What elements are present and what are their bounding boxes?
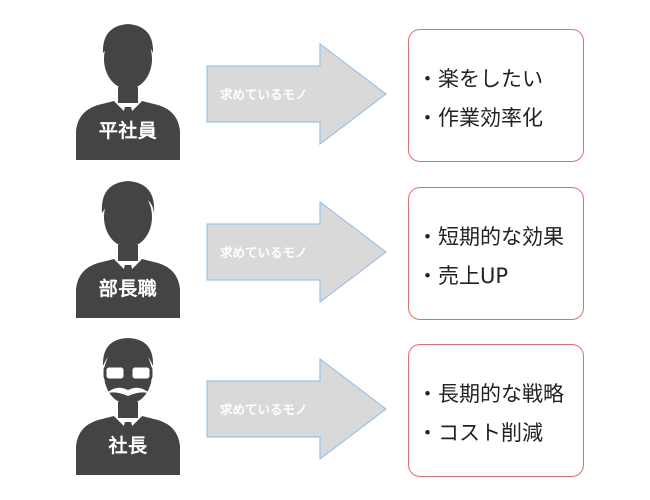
manager-person-icon: 部長職	[72, 173, 184, 318]
need-item: ・作業効率化	[417, 106, 543, 130]
president-person-icon: 社長	[72, 330, 184, 475]
row-president: 社長 求めているモノ ・長期的な戦略 ・コスト削減	[0, 330, 650, 480]
arrow-shape: 求めているモノ	[206, 358, 388, 460]
needs-box-staff: ・楽をしたい ・作業効率化	[408, 29, 584, 162]
needs-box-president: ・長期的な戦略 ・コスト削減	[408, 344, 584, 477]
needs-list: ・短期的な効果 ・売上UP	[417, 218, 564, 296]
row-staff: 平社員 求めているモノ ・楽をしたい ・作業効率化	[0, 15, 650, 165]
role-label: 平社員	[98, 120, 158, 142]
arrow-shape: 求めているモノ	[206, 201, 388, 303]
need-item: ・コスト削減	[417, 421, 543, 445]
needs-box-manager: ・短期的な効果 ・売上UP	[408, 187, 584, 320]
role-label: 社長	[108, 435, 148, 457]
arrow-label: 求めているモノ	[220, 402, 308, 417]
need-item: ・長期的な戦略	[417, 382, 564, 406]
arrow-shape: 求めているモノ	[206, 43, 388, 145]
role-label: 部長職	[98, 278, 158, 300]
row-manager: 部長職 求めているモノ ・短期的な効果 ・売上UP	[0, 173, 650, 323]
arrow-label: 求めているモノ	[220, 87, 308, 102]
needs-list: ・長期的な戦略 ・コスト削減	[417, 375, 564, 453]
staff-person-icon: 平社員	[72, 15, 184, 160]
arrow-label: 求めているモノ	[220, 245, 308, 260]
need-item: ・楽をしたい	[417, 67, 543, 91]
need-item: ・売上UP	[417, 264, 509, 288]
needs-list: ・楽をしたい ・作業効率化	[417, 60, 543, 138]
need-item: ・短期的な効果	[417, 225, 564, 249]
